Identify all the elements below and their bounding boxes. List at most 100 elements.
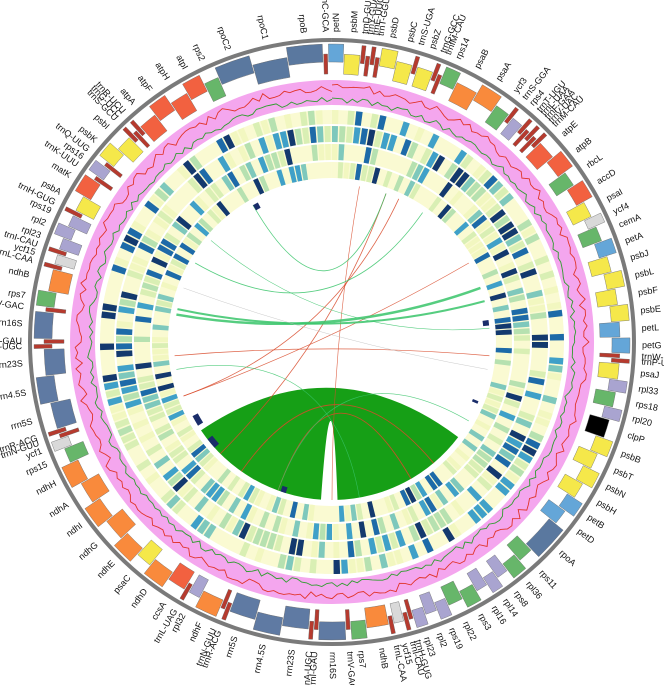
heatmap-cell [474,252,491,264]
heatmap-cell [475,191,492,208]
heatmap-cell [445,481,460,498]
heatmap-cell [511,247,529,260]
heatmap-cell [223,134,236,150]
gene-block [519,135,537,154]
heatmap-cell [253,178,265,195]
heatmap-cell [393,549,404,565]
gene-label: ndhH [34,478,58,497]
heatmap-cell [258,175,270,193]
gene-block [75,196,101,220]
gene-block [502,554,527,579]
link-chord [252,193,387,272]
heatmap-cell [149,194,165,208]
gene-block [122,126,139,143]
gene-label: petB [586,512,607,531]
heatmap-cell [167,471,184,487]
gene-label: rps15 [24,459,49,477]
heatmap-cell [473,504,488,519]
heatmap-cell [433,511,447,529]
heatmap-cell [539,270,555,281]
gene-block [48,246,67,257]
gene-label: psaB [472,47,490,70]
heatmap-cell [211,486,226,503]
heatmap-cell [189,200,205,216]
heatmap-cell [196,519,211,535]
heatmap-cell [467,209,483,225]
heatmap-cell [373,130,383,148]
heatmap-cell [524,233,540,246]
gene-block [611,358,630,364]
heatmap-cell [448,522,462,538]
heatmap-cell [152,336,169,342]
heatmap-cell [182,160,197,176]
heatmap-cell [543,285,559,296]
heatmap-cell [480,197,497,213]
gene-label: psbB [620,448,643,465]
gene-block [363,55,371,77]
heatmap-cell [277,553,287,569]
heatmap-cell [244,142,256,160]
heatmap-cell [124,438,140,451]
heatmap-cell [132,418,150,430]
heatmap-cell [410,484,422,501]
gene-block [504,106,519,125]
heatmap-cell [122,391,140,402]
heatmap-cell [388,532,399,550]
heatmap-cell [354,163,363,181]
gene-block [286,43,324,66]
heatmap-cell [300,163,309,181]
gene-block [48,269,73,295]
heatmap-cell [190,514,204,530]
heatmap-cell [504,470,520,484]
heatmap-cell [194,448,211,463]
gene-label: rps2 [191,42,207,62]
heatmap-cell [289,501,298,519]
gene-block [350,619,368,640]
gene-block [369,46,377,66]
heatmap-cell [454,447,470,462]
heatmap-cell [264,154,275,171]
gene-block [557,473,583,498]
heatmap-cell [332,144,338,161]
gene-label: petA [623,230,644,245]
heatmap-cell [414,481,428,498]
heatmap-cell [252,527,264,545]
gene-block [584,414,610,438]
heatmap-cell [395,529,406,547]
heatmap-cell [472,164,487,179]
gene-label: rpl22 [461,620,479,642]
heatmap-cell [118,305,135,315]
heatmap-cell [531,334,548,341]
heatmap-cell [245,161,257,179]
heatmap-cell [205,482,220,499]
gene-block [500,117,523,141]
heatmap-cell [519,268,537,279]
heatmap-cell [505,392,523,402]
heatmap-cell [438,181,453,198]
heatmap-cell [347,540,355,558]
heatmap-cell [500,267,518,279]
heatmap-cell [513,348,530,355]
heatmap-cell [157,428,175,441]
heatmap-cell [117,364,134,373]
heatmap-cell [371,518,380,536]
heatmap-cell [400,139,412,157]
heatmap-cell [198,217,214,233]
gene-label: psaA [494,60,513,83]
gene-block [360,45,367,65]
heatmap-cell [218,512,232,530]
gene-block [611,337,631,354]
heatmap-cell [294,164,303,182]
heatmap-cell [498,192,514,207]
heatmap-cell [508,294,526,303]
heatmap-cell [159,388,177,398]
heatmap-cell [345,523,353,540]
heatmap-cell [537,409,553,420]
heatmap-cell [403,180,416,197]
heatmap-cell [485,203,502,218]
heatmap-cell [318,541,326,558]
heatmap-cell [127,405,145,416]
heatmap-cell [243,484,256,501]
heatmap-cell [512,314,529,322]
heatmap-cell [468,428,485,442]
